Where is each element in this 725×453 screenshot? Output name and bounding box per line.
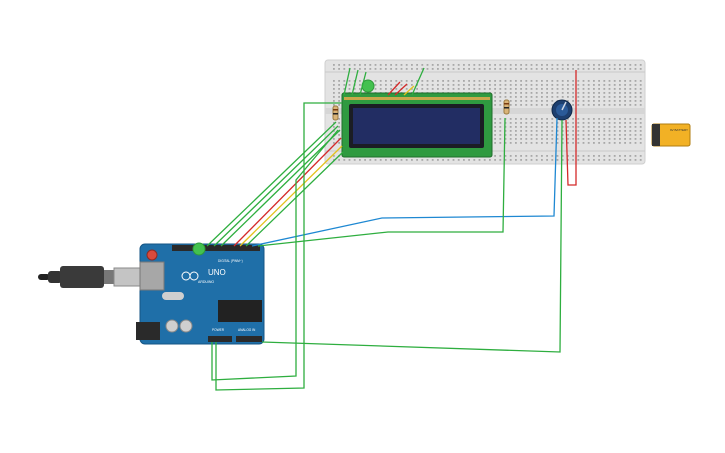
wire-red-1[interactable]	[233, 137, 342, 247]
arduino-brand-text: ARDUINO	[198, 280, 214, 284]
wire-green-8[interactable]	[215, 102, 342, 391]
wire-green-12[interactable]	[411, 67, 425, 96]
wire-green-7[interactable]	[211, 129, 339, 381]
battery-9v[interactable]: 9V BATTERY	[651, 123, 691, 147]
usb-port	[139, 261, 165, 291]
atmega-chip	[218, 300, 262, 322]
wire-green-5[interactable]	[257, 117, 506, 247]
capacitor-1	[165, 319, 179, 333]
logo-ring-1	[181, 271, 191, 281]
wire-red-2[interactable]	[565, 70, 577, 186]
wire-green-6[interactable]	[261, 119, 563, 353]
wires	[206, 67, 577, 391]
analog-label: ANALOG IN	[238, 328, 256, 332]
lcd-screen	[353, 108, 480, 144]
wire-red-3[interactable]	[387, 81, 401, 96]
power-header	[208, 336, 232, 342]
wire-green-9[interactable]	[343, 67, 351, 96]
arduino-uno-board[interactable]: UNO ARDUINO DIGITAL (PWM~) POWER ANALOG …	[136, 243, 265, 345]
reset-button[interactable]	[146, 249, 158, 261]
power-jack	[136, 322, 160, 340]
wire-yellow-2[interactable]	[403, 85, 415, 96]
power-label: POWER	[212, 328, 225, 332]
capacitor-2	[179, 319, 193, 333]
digital-header	[172, 245, 260, 251]
wire-green-4[interactable]	[245, 151, 344, 247]
wire-green-2[interactable]	[213, 125, 339, 247]
analog-header	[236, 336, 262, 342]
wire-green-10[interactable]	[351, 69, 359, 96]
potentiometer[interactable]	[551, 99, 573, 121]
resistor-1[interactable]	[332, 105, 339, 121]
resistor-2[interactable]	[503, 99, 510, 115]
wire-blue-1[interactable]	[251, 117, 558, 247]
logo-ring-2	[189, 271, 199, 281]
wire-red-4[interactable]	[394, 83, 408, 96]
wire-green-1[interactable]	[206, 121, 337, 247]
uno-logo-text: UNO	[208, 268, 226, 277]
battery-label: 9V BATTERY	[670, 128, 688, 132]
arduino-selection-handle[interactable]	[192, 242, 206, 256]
wire-yellow-1[interactable]	[239, 145, 343, 247]
wire-green-3[interactable]	[220, 129, 341, 247]
lcd-module[interactable]	[341, 92, 493, 158]
crystal	[162, 292, 184, 300]
usb-cable[interactable]	[38, 266, 145, 288]
digital-label: DIGITAL (PWM~)	[218, 259, 243, 263]
wire-green-11[interactable]	[359, 71, 367, 96]
